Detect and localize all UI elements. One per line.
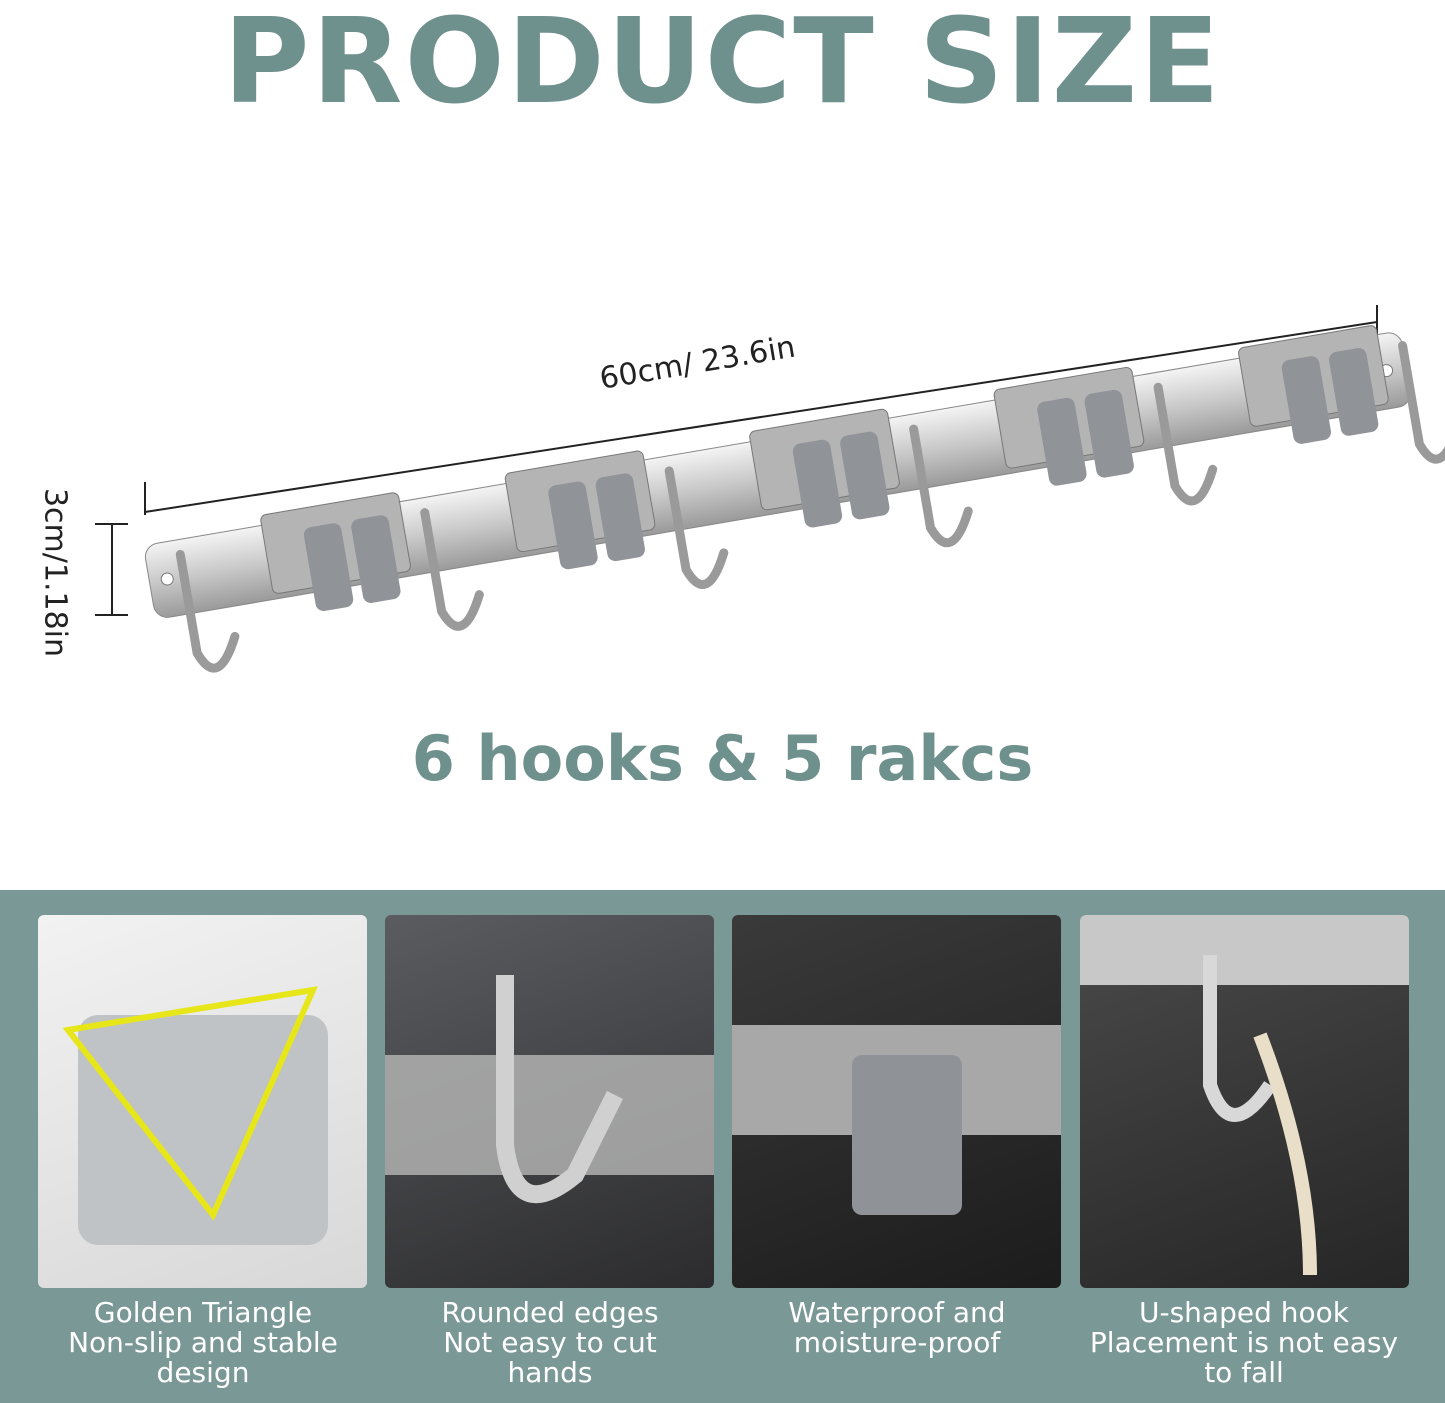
rack-illustration [95, 305, 1445, 673]
hook [420, 508, 484, 631]
hook [909, 424, 973, 548]
height-dimension-line [95, 523, 128, 616]
hook [175, 549, 240, 673]
feature-image-golden-triangle [38, 915, 367, 1288]
feature-image-waterproof [732, 915, 1061, 1288]
mop-holder [993, 366, 1145, 486]
hook [1153, 382, 1218, 506]
mop-holder [1238, 325, 1389, 444]
mop-holder [504, 450, 656, 570]
mop-holder [749, 408, 900, 528]
height-label: 3cm/1.18in [37, 487, 73, 658]
feature-image-rounded-edges [385, 915, 714, 1288]
hooks-racks-count: 6 hooks & 5 rakcs [411, 722, 1034, 795]
hook [1398, 341, 1445, 464]
hook [664, 466, 729, 589]
page-title: PRODUCT SIZE [223, 0, 1222, 130]
mop-holder [260, 492, 411, 612]
feature-image-u-hook [1080, 915, 1409, 1288]
